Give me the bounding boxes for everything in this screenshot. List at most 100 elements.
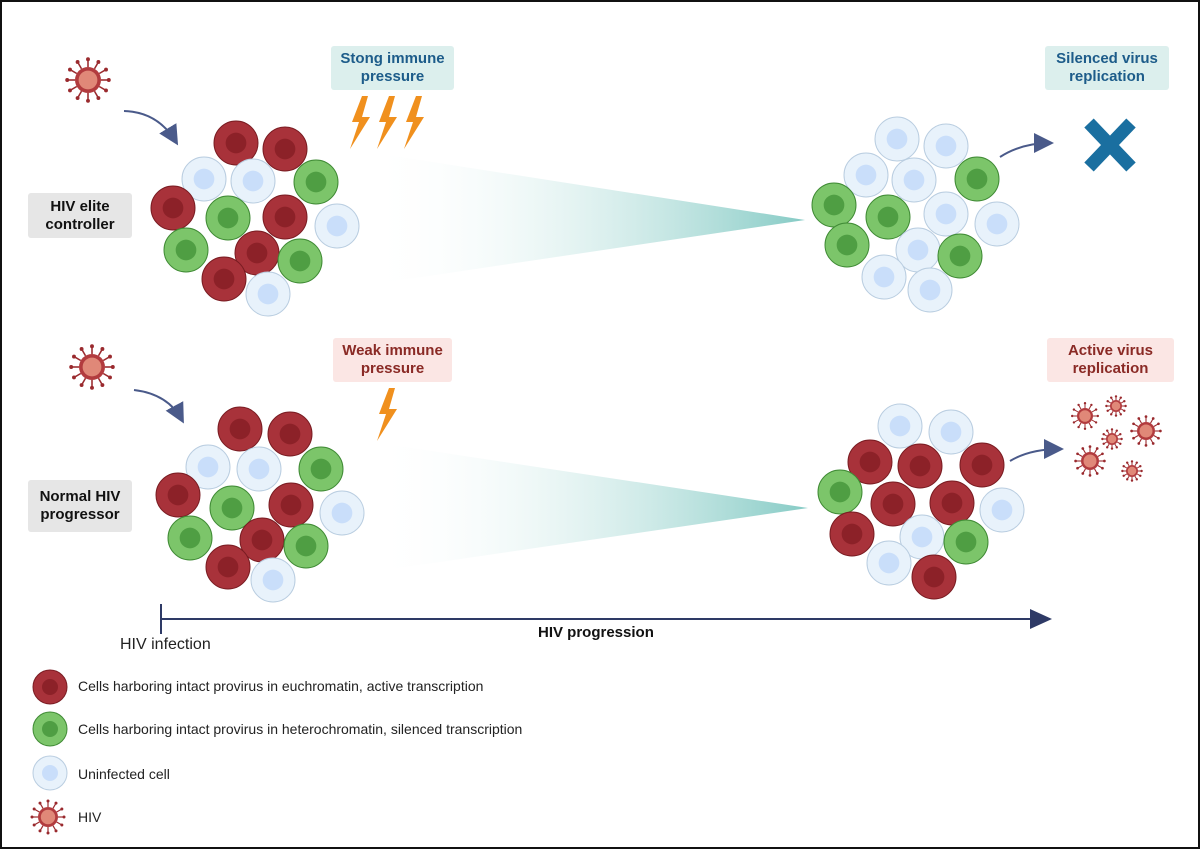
- released-virions: [1071, 395, 1162, 482]
- silenced-infected-cell: [277, 238, 323, 284]
- silenced-infected-cell: [163, 227, 209, 273]
- silenced-infected-cell: [298, 446, 344, 492]
- uninfected-cell: [899, 514, 945, 560]
- silenced-infected-cell: [811, 182, 857, 228]
- silenced-infected-cell: [954, 156, 1000, 202]
- normal-final-cluster: [817, 403, 1025, 600]
- active-infected-cell: [268, 482, 314, 528]
- elite-pressure-cone: [368, 152, 805, 285]
- timeline-axis: [160, 604, 1052, 634]
- elite-final-cluster: [811, 116, 1020, 313]
- elite-outcome-label: Silenced virus replication: [1045, 46, 1169, 90]
- active-infected-cell: [911, 554, 957, 600]
- legend-hiv-icon: [30, 799, 66, 835]
- active-infected-cell: [929, 480, 975, 526]
- active-infected-cell: [155, 472, 201, 518]
- uninfected-cell: [923, 191, 969, 237]
- silenced-infected-cell: [824, 222, 870, 268]
- immune-pressure-cones: [368, 152, 808, 572]
- normal-incoming-hiv-icon: [69, 344, 115, 390]
- legend-silenced-text: Cells harboring intact provirus in heter…: [78, 721, 523, 737]
- uninfected-cell: [181, 156, 227, 202]
- active-infected-cell: [150, 185, 196, 231]
- uninfected-cell: [928, 409, 974, 455]
- uninfected-cell: [874, 116, 920, 162]
- elite-incoming-hiv-icon: [65, 57, 111, 103]
- uninfected-cell: [907, 267, 953, 313]
- silenced-infected-cell: [943, 519, 989, 565]
- uninfected-cell: [923, 123, 969, 169]
- uninfected-cell: [891, 157, 937, 203]
- active-infected-cell: [201, 256, 247, 302]
- uninfected-cell: [877, 403, 923, 449]
- lightning-bolt-icon: [377, 96, 397, 149]
- uninfected-cell: [974, 201, 1020, 247]
- active-infected-cell: [239, 517, 285, 563]
- silenced-infected-cell: [32, 711, 68, 747]
- lightning-bolt-icon: [377, 388, 397, 441]
- timeline-start-label: HIV infection: [120, 636, 211, 653]
- legend-uninfected-text: Uninfected cell: [78, 766, 170, 782]
- normal-initial-cluster: [155, 406, 365, 603]
- uninfected-cell: [245, 271, 291, 317]
- silenced-infected-cell: [167, 515, 213, 561]
- uninfected-cell: [861, 254, 907, 300]
- released-hiv-icon: [1105, 395, 1127, 417]
- normal-infection-arrow: [133, 389, 184, 424]
- normal-pressure-cone: [372, 442, 808, 572]
- active-infected-cell: [213, 120, 259, 166]
- released-hiv-icon: [1130, 415, 1162, 447]
- silenced-infected-cell: [209, 485, 255, 531]
- uninfected-cell: [236, 446, 282, 492]
- silenced-infected-cell: [205, 195, 251, 241]
- active-infected-cell: [870, 481, 916, 527]
- uninfected-cell: [843, 152, 889, 198]
- active-infected-cell: [217, 406, 263, 452]
- uninfected-cell: [319, 490, 365, 536]
- elite-pressure-label: Stong immune pressure: [331, 46, 454, 90]
- silenced-infected-cell: [293, 159, 339, 205]
- hiv-particles: [65, 57, 1162, 482]
- silenced-infected-cell: [937, 233, 983, 279]
- timeline-progress-label: HIV progression: [538, 624, 654, 641]
- uninfected-cell: [185, 444, 231, 490]
- legend-icons: [30, 669, 68, 835]
- normal-pressure-label: Weak immune pressure: [333, 338, 452, 382]
- active-infected-cell: [262, 194, 308, 240]
- released-hiv-icon: [1121, 460, 1143, 482]
- silenced-infected-cell: [283, 523, 329, 569]
- elite-infection-arrow: [123, 110, 179, 146]
- active-infected-cell: [234, 230, 280, 276]
- elite-row-label: HIV elite controller: [28, 193, 132, 238]
- lightning-bolts: [350, 96, 424, 441]
- active-infected-cell: [262, 126, 308, 172]
- uninfected-cell: [250, 557, 296, 603]
- released-hiv-icon: [1071, 402, 1100, 430]
- silenced-infected-cell: [865, 194, 911, 240]
- normal-row-label: Normal HIV progressor: [28, 480, 132, 532]
- silenced-cross-icon: [1084, 118, 1136, 172]
- active-infected-cell: [847, 439, 893, 485]
- normal-outcome-label: Active virus replication: [1047, 338, 1174, 382]
- released-hiv-icon: [1074, 445, 1106, 477]
- silenced-infected-cell: [817, 469, 863, 515]
- active-infected-cell: [959, 442, 1005, 488]
- active-infected-cell: [829, 511, 875, 557]
- legend-hiv-text: HIV: [78, 809, 102, 825]
- uninfected-cell: [979, 487, 1025, 533]
- elite-initial-cluster: [150, 120, 360, 317]
- uninfected-cell: [314, 203, 360, 249]
- cell-clusters: [150, 116, 1025, 603]
- elite-outcome-arrow: [999, 133, 1054, 158]
- active-infected-cell: [205, 544, 251, 590]
- legend-active-text: Cells harboring intact provirus in euchr…: [78, 678, 484, 694]
- uninfected-cell: [866, 540, 912, 586]
- normal-outcome-arrow: [1009, 439, 1064, 462]
- uninfected-cell: [32, 755, 68, 791]
- lightning-bolt-icon: [404, 96, 424, 149]
- uninfected-cell: [230, 158, 276, 204]
- active-infected-cell: [267, 411, 313, 457]
- lightning-bolt-icon: [350, 96, 370, 149]
